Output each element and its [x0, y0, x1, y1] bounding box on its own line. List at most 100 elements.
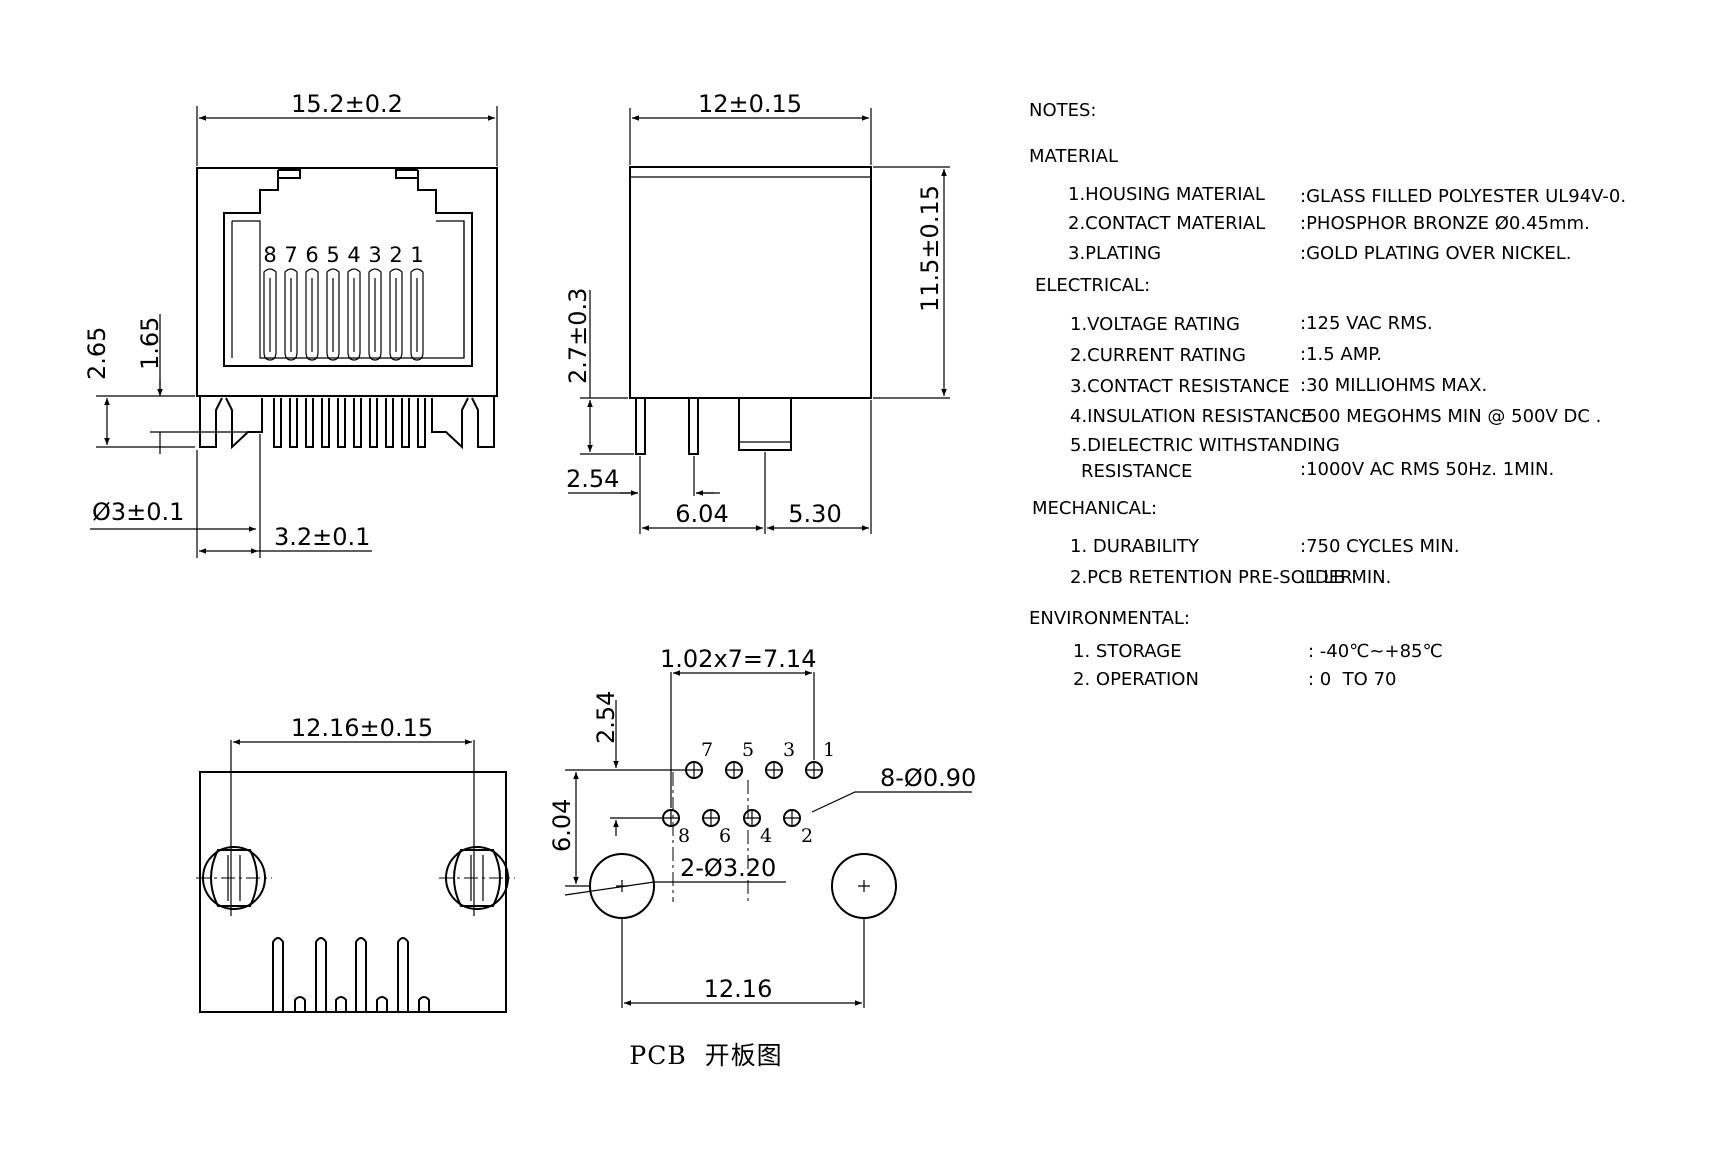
front-contact — [263, 268, 277, 361]
side-dimension-5-30: 5.30 — [788, 500, 841, 528]
front-contact — [368, 268, 382, 361]
environmental-item-label: 2. OPERATION — [1073, 669, 1199, 690]
pcb-pin-label: 4 — [760, 825, 772, 847]
pcb-pitch-dimension: 1.02x7=7.14 — [660, 645, 816, 673]
front-contact — [347, 268, 361, 361]
mechanical-item-label: 2.PCB RETENTION PRE-SOLDER — [1070, 567, 1353, 588]
electrical-item-label: 3.CONTACT RESISTANCE — [1070, 376, 1290, 397]
pcb-pin-label: 6 — [719, 825, 731, 847]
front-pcb-pin — [417, 398, 426, 448]
front-contact — [284, 268, 298, 361]
notes-title: NOTES: — [1029, 100, 1097, 121]
front-width-dimension: 15.2±0.2 — [291, 90, 403, 118]
side-pin — [688, 398, 699, 455]
hole-diameter-dimension: Ø3±0.1 — [92, 498, 184, 526]
pcb-pin-label: 3 — [783, 739, 795, 761]
pcb-top-row-holes — [685, 761, 823, 779]
pin-height-dimension: 2.7±0.3 — [564, 288, 592, 384]
mechanical-item-label: 1. DURABILITY — [1070, 536, 1200, 557]
pcb-post-hole-right — [831, 853, 897, 919]
environmental-item-value: : -40℃~+85℃ — [1308, 641, 1443, 662]
mechanical-item-value: :750 CYCLES MIN. — [1300, 536, 1460, 557]
bottom-terminal — [315, 937, 327, 1012]
material-heading: MATERIAL — [1029, 146, 1118, 167]
jack-opening — [223, 170, 473, 367]
electrical-item-value: :500 MEGOHMS MIN @ 500V DC . — [1300, 406, 1601, 427]
dielectric-label-line2: RESISTANCE — [1081, 461, 1192, 482]
pcb-pin-label: 7 — [701, 739, 713, 761]
pcb-pin-label: 8 — [678, 825, 690, 847]
front-pcb-pin — [321, 398, 330, 448]
bottom-width-dimension: 12.16±0.15 — [291, 714, 433, 742]
front-pin-number: 3 — [368, 243, 381, 267]
pcb-pin-label: 5 — [742, 739, 754, 761]
electrical-item-value: :30 MILLIOHMS MAX. — [1300, 375, 1487, 396]
pcb-post-hole-dimension: 2-Ø3.20 — [680, 854, 776, 882]
right-board-lock — [431, 396, 495, 450]
pcb-dimension-6-04: 6.04 — [548, 799, 576, 852]
front-pin-number: 8 — [263, 243, 276, 267]
electrical-item-label: 1.VOLTAGE RATING — [1070, 314, 1240, 335]
side-view: 12±0.15 11.5±0.15 2.7±0.3 2.54 6.04 5.30 — [564, 90, 950, 534]
pcb-caption: PCB 开板图 — [629, 1041, 782, 1070]
front-pcb-pins — [273, 398, 426, 448]
front-pcb-pin — [289, 398, 298, 448]
bottom-terminal — [397, 937, 409, 1012]
bottom-terminal-stub — [418, 996, 430, 1012]
front-view: 8 7 6 5 4 3 2 1 15.2±0.2 2.65 1.65 Ø3±0.… — [83, 90, 498, 558]
bottom-terminals — [272, 937, 430, 1012]
left-post — [196, 846, 272, 910]
side-pitch-dimension: 2.54 — [566, 465, 619, 493]
front-pin-numbers: 8 7 6 5 4 3 2 1 — [263, 243, 423, 267]
front-contact — [389, 268, 403, 361]
pcb-bottom-row-holes — [662, 809, 801, 827]
front-pcb-pin — [369, 398, 378, 448]
notes-panel: NOTES: MATERIAL 1.HOUSING MATERIAL :GLAS… — [1029, 100, 1626, 690]
bottom-terminal — [355, 937, 367, 1012]
material-item-value: :GLASS FILLED POLYESTER UL94V-0. — [1300, 186, 1626, 207]
dielectric-value: :1000V AC RMS 50Hz. 1MIN. — [1300, 459, 1554, 480]
front-contact — [326, 268, 340, 361]
dimension-2-65: 2.65 — [83, 327, 111, 380]
front-pin-number: 2 — [389, 243, 402, 267]
environmental-item-value: : 0 TO 70 — [1308, 669, 1396, 690]
pcb-post-hole-left — [589, 853, 655, 919]
mechanical-heading: MECHANICAL: — [1032, 498, 1157, 519]
material-item-label: 1.HOUSING MATERIAL — [1068, 184, 1265, 205]
pcb-row-dimension: 2.54 — [592, 691, 620, 744]
front-pcb-pin — [337, 398, 346, 448]
pcb-layout: 7 5 3 1 8 6 4 2 1.02x7=7.14 2.54 6.04 8-… — [548, 645, 976, 1070]
pcb-pin-label: 1 — [823, 739, 835, 761]
front-pcb-pin — [305, 398, 314, 448]
offset-dimension: 3.2±0.1 — [274, 523, 370, 551]
front-pin-number: 1 — [410, 243, 423, 267]
material-item-label: 2.CONTACT MATERIAL — [1068, 213, 1265, 234]
material-item-label: 3.PLATING — [1068, 243, 1161, 264]
front-pin-number: 7 — [284, 243, 297, 267]
front-contacts — [263, 268, 424, 361]
electrical-item-label: 4.INSULATION RESISTANCE — [1070, 406, 1313, 427]
front-housing-outline — [196, 167, 498, 397]
bottom-view: 12.16±0.15 — [196, 714, 515, 1013]
front-pin-number: 4 — [347, 243, 360, 267]
material-item-value: :PHOSPHOR BRONZE Ø0.45mm. — [1300, 213, 1590, 234]
environmental-item-label: 1. STORAGE — [1073, 641, 1182, 662]
dielectric-label-line1: 5.DIELECTRIC WITHSTANDING — [1070, 435, 1340, 456]
front-contact — [410, 268, 424, 361]
bottom-housing-outline — [199, 771, 507, 1013]
electrical-heading: ELECTRICAL: — [1035, 275, 1150, 296]
left-board-lock — [199, 396, 263, 450]
bottom-terminal-stub — [294, 996, 306, 1012]
material-item-value: :GOLD PLATING OVER NICKEL. — [1300, 243, 1571, 264]
front-pcb-pin — [401, 398, 410, 448]
electrical-item-value: :125 VAC RMS. — [1300, 313, 1433, 334]
mechanical-item-value: :1 LB MIN. — [1300, 567, 1391, 588]
front-pcb-pin — [353, 398, 362, 448]
side-height-dimension: 11.5±0.15 — [916, 185, 944, 312]
electrical-item-label: 2.CURRENT RATING — [1070, 345, 1246, 366]
pcb-pin-hole-dimension: 8-Ø0.90 — [880, 764, 976, 792]
side-pin — [635, 398, 646, 455]
electrical-item-value: :1.5 AMP. — [1300, 344, 1382, 365]
side-width-dimension: 12±0.15 — [698, 90, 802, 118]
